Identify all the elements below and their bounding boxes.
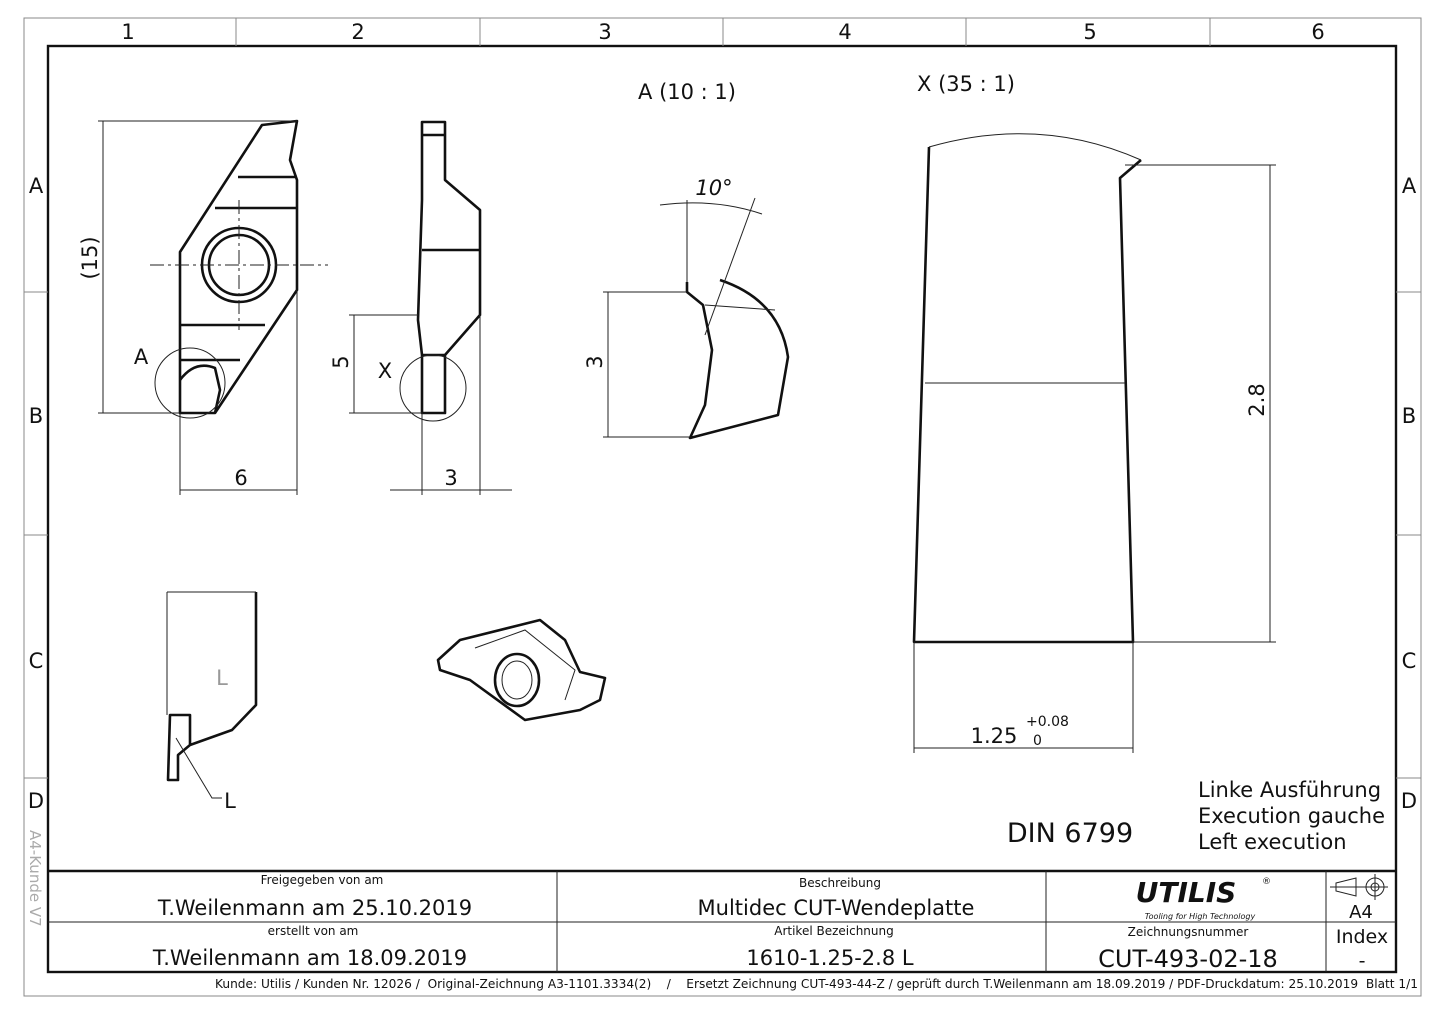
- column-label: 3: [598, 20, 611, 44]
- detail-a-view: A (10 : 1) 10° 3: [583, 80, 790, 440]
- front-view: (15) 6 A: [78, 119, 328, 495]
- index-value: -: [1359, 950, 1366, 972]
- row-label: D: [28, 789, 44, 813]
- dimension-width: 3: [444, 466, 457, 490]
- row-label: A: [29, 174, 44, 198]
- detail-x-view: X (35 : 1) 2.8 1.25 +0.08 0: [912, 72, 1276, 753]
- execution-note-fr: Execution gauche: [1198, 804, 1385, 828]
- sheet-format-label: A4-Kunde V7: [26, 830, 44, 927]
- detail-label: A: [134, 345, 149, 369]
- detail-x-title: X (35 : 1): [917, 72, 1015, 96]
- angle-label: 10°: [695, 176, 732, 200]
- standard-note: DIN 6799: [1007, 818, 1133, 849]
- released-value: T.Weilenmann am 25.10.2019: [157, 896, 472, 920]
- logo-registered-mark: ®: [1262, 877, 1271, 887]
- execution-note-en: Left execution: [1198, 830, 1347, 854]
- drawing-number-value: CUT-493-02-18: [1098, 945, 1278, 973]
- created-label: erstellt von am: [268, 924, 359, 938]
- detail-label: X: [378, 359, 392, 383]
- bottom-view: L L: [166, 591, 258, 813]
- mark-label: L: [216, 666, 228, 690]
- row-label: B: [29, 404, 43, 428]
- logo-tagline: Tooling for High Technology: [1145, 912, 1256, 921]
- dimension-height: (15): [78, 236, 102, 279]
- row-label: C: [1402, 649, 1417, 673]
- footer-info: Kunde: Utilis / Kunden Nr. 12026 / Origi…: [215, 977, 1418, 991]
- execution-note-de: Linke Ausführung: [1198, 778, 1381, 802]
- description-value: Multidec CUT-Wendeplatte: [698, 896, 975, 920]
- row-label: C: [29, 649, 44, 673]
- dimension-height: 5: [329, 355, 353, 368]
- column-label: 6: [1311, 20, 1324, 44]
- column-label: 2: [351, 20, 364, 44]
- row-label: B: [1402, 404, 1416, 428]
- drawing-number-label: Zeichnungsnummer: [1128, 925, 1249, 939]
- projection-symbol-icon: [1330, 874, 1388, 900]
- row-label: D: [1401, 789, 1417, 813]
- isometric-view: [436, 618, 607, 722]
- column-label: 5: [1083, 20, 1096, 44]
- drawing-border: 1 2 3 4 5 6 A B C D A B C D A4-Kunde V7: [23, 17, 1422, 997]
- created-value: T.Weilenmann am 18.09.2019: [152, 946, 467, 970]
- tolerance-upper: +0.08: [1026, 714, 1069, 730]
- dimension-height: 2.8: [1245, 383, 1269, 416]
- row-label: A: [1402, 174, 1417, 198]
- dimension-width: 6: [234, 466, 247, 490]
- side-view: 5 3 X: [329, 120, 512, 495]
- tolerance-lower: 0: [1033, 733, 1042, 749]
- article-value: 1610-1.25-2.8 L: [746, 946, 913, 970]
- index-label: Index: [1336, 926, 1388, 948]
- column-label: 4: [838, 20, 851, 44]
- dimension-height: 3: [583, 355, 607, 368]
- detail-a-title: A (10 : 1): [638, 80, 736, 104]
- article-label: Artikel Bezeichnung: [774, 924, 894, 938]
- company-logo: UTILIS: [1136, 876, 1237, 909]
- title-block: Freigegeben von am T.Weilenmann am 25.10…: [48, 869, 1396, 973]
- paper-format: A4: [1349, 902, 1373, 923]
- released-label: Freigegeben von am: [261, 873, 384, 887]
- column-label: 1: [121, 20, 134, 44]
- dimension-width: 1.25: [971, 724, 1018, 748]
- description-label: Beschreibung: [799, 876, 881, 890]
- callout-label: L: [224, 789, 236, 813]
